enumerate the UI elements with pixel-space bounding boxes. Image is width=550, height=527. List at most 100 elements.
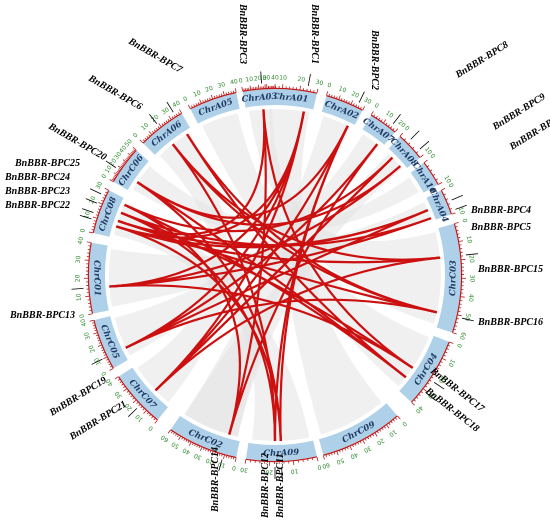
axis-tick (142, 139, 145, 142)
gene-bnbbr-bpc15: BnBBR-BPC15 (465, 253, 543, 275)
chromosome-block (94, 316, 128, 368)
axis-tick (336, 451, 339, 456)
tick-label: 10 (442, 174, 452, 184)
tick-label: 0 (447, 182, 455, 189)
axis-tick (412, 146, 415, 149)
gene-pair-link (124, 203, 241, 435)
chromosome-block (88, 242, 109, 314)
axis-tick (130, 153, 133, 155)
chromosome-block (190, 93, 240, 124)
axis-tick (399, 132, 404, 137)
gene-leader-line (166, 101, 174, 113)
axis-tick (122, 159, 127, 163)
axis-tick (181, 437, 183, 440)
axis-tick (377, 431, 379, 434)
tick-label: 50 (170, 440, 180, 450)
axis-tick (140, 406, 143, 409)
tick-label: 60 (458, 331, 467, 341)
axis-tick (392, 128, 395, 131)
axis-tick (355, 104, 358, 107)
tick-label: 30 (95, 180, 105, 190)
tick-label: 50 (123, 138, 133, 148)
axis-tick (338, 95, 341, 100)
axis-tick (225, 92, 227, 95)
axis-tick (132, 397, 135, 400)
axis-tick (98, 205, 102, 208)
axis-tick (354, 443, 357, 446)
gene-pair-link (136, 181, 407, 379)
axis-tick (431, 376, 434, 379)
axis-tick (328, 93, 331, 97)
axis-tick (133, 149, 136, 152)
axis-tick (161, 123, 164, 126)
axis-tick (128, 155, 131, 158)
axis-tick (175, 433, 177, 436)
axis-tick (193, 104, 195, 107)
gene-label: BnBBR-BPC4 (470, 205, 531, 216)
axis-tick (117, 165, 122, 169)
axis-tick (418, 394, 421, 397)
chromosome-axis (451, 223, 463, 333)
gene-leader-line (71, 287, 84, 290)
gene-bnbbr-bpc22: BnBBR-BPC22 (4, 200, 92, 220)
axis-tick (218, 94, 220, 97)
axis-tick (126, 390, 129, 393)
axis-tick (178, 112, 180, 115)
axis-tick (191, 442, 194, 446)
axis-tick (93, 220, 97, 222)
axis-tick (408, 142, 411, 145)
gene-pair-link (125, 111, 305, 349)
axis-tick (350, 100, 354, 105)
axis-tick (448, 344, 451, 347)
axis-tick (221, 454, 223, 457)
axis-tick (165, 120, 168, 123)
axis-tick (153, 418, 156, 421)
axis-tick (388, 124, 390, 127)
tick-label: 20 (205, 456, 215, 465)
axis-tick (153, 129, 156, 132)
axis-tick (109, 179, 114, 182)
tick-label: 40 (349, 451, 359, 461)
tick-label: 60 (160, 433, 170, 443)
axis-tick (125, 159, 128, 162)
synteny-ribbon (269, 109, 382, 435)
synteny-ribbon (114, 134, 380, 356)
tick-label: 0 (403, 125, 411, 133)
axis-tick (97, 344, 102, 347)
axis-tick (203, 447, 205, 451)
tick-label: 40 (271, 75, 279, 82)
axis-tick (96, 211, 99, 213)
tick-label: 10 (446, 358, 456, 368)
axis-tick (341, 98, 343, 101)
tick-label: 10 (104, 164, 114, 174)
axis-tick (97, 339, 100, 342)
axis-tick (112, 177, 115, 180)
gene-pair-link (117, 219, 437, 314)
axis-tick (438, 182, 443, 185)
axis-tick (373, 114, 376, 117)
tick-label: 40 (230, 78, 239, 86)
gene-pair-link (186, 133, 407, 379)
gene-leader-line (127, 408, 138, 417)
axis-tick (154, 420, 158, 424)
axis-tick (127, 152, 132, 157)
chromosome-block (242, 89, 275, 108)
chromosome-label: ChrC03 (448, 260, 459, 296)
gene-pair-link (120, 211, 277, 442)
axis-tick (109, 365, 112, 368)
axis-tick (136, 402, 139, 404)
axis-tick (148, 134, 151, 137)
axis-tick (102, 351, 105, 354)
chromosome-block (113, 150, 149, 190)
axis-tick (128, 393, 131, 396)
axis-tick (449, 208, 453, 210)
tick-label: 10 (83, 210, 92, 220)
gene-label: BnBBR-BPC20 (46, 121, 109, 164)
axis-tick (453, 328, 456, 331)
gene-leader-line (260, 71, 263, 84)
axis-tick (381, 428, 384, 431)
axis-tick (100, 347, 103, 349)
tick-label: 20 (254, 75, 262, 83)
